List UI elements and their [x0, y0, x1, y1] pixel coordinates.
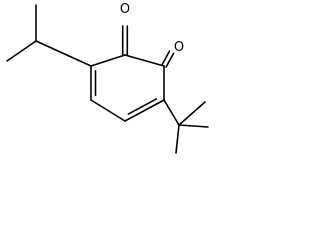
bond-ip_ch-ip_me1	[6, 40, 37, 62]
bond-tb_c-tb_me3	[178, 101, 206, 126]
bond-c1-c2	[124, 54, 165, 67]
bond-layer	[6, 4, 209, 154]
atom-label-oxygen-2: O	[174, 40, 184, 55]
bond-c3-tb_c	[163, 99, 180, 126]
atom-label-layer: O O	[120, 2, 184, 55]
bond-tb_c-tb_me2	[175, 124, 180, 154]
bond-c4-c5	[90, 99, 126, 122]
bond-c6-c1	[90, 54, 126, 67]
bond-c2-o2-b	[161, 50, 171, 66]
atom-label-oxygen-1: O	[120, 2, 130, 17]
molecule-structure: O O	[6, 2, 209, 154]
bond-c3-c4	[124, 99, 165, 122]
bond-tb_c-tb_me1	[178, 124, 209, 128]
bond-c3-c4-inner	[127, 98, 158, 115]
bond-c6-ip_ch	[35, 40, 92, 67]
bond-c2-o2-a	[165, 52, 175, 68]
